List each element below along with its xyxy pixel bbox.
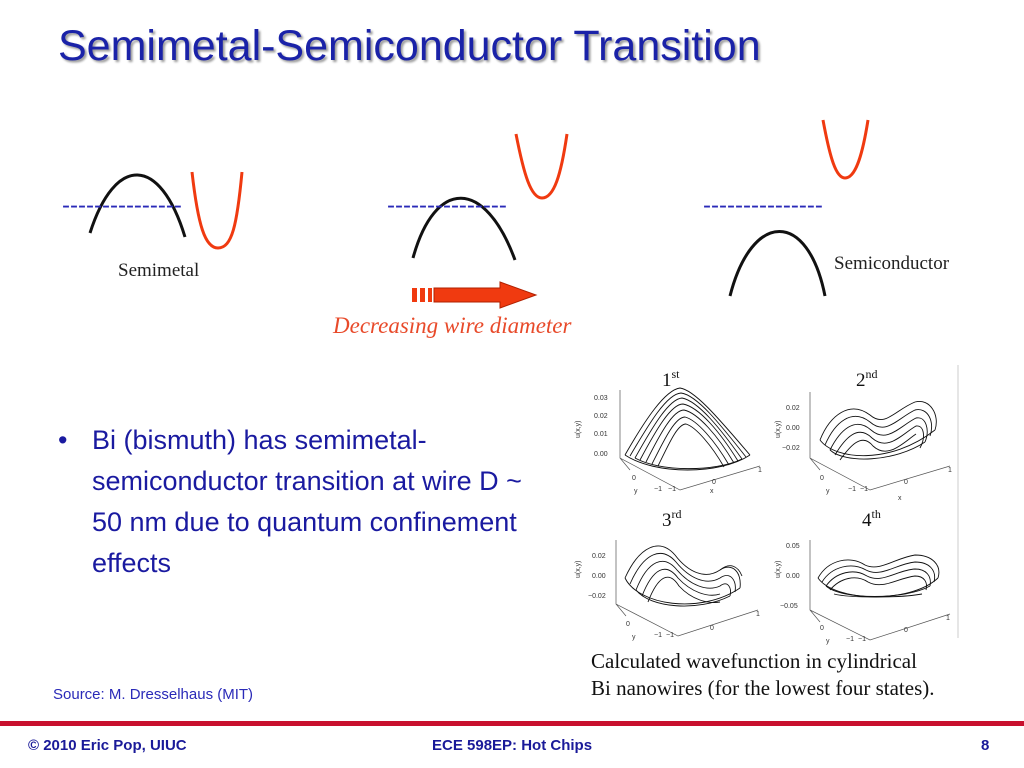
svg-text:1: 1 xyxy=(946,615,950,622)
slide-title: Semimetal-Semiconductor Transition xyxy=(58,22,761,70)
svg-text:u(x,y): u(x,y) xyxy=(775,421,782,439)
label-semimetal: Semimetal xyxy=(118,260,199,281)
svg-text:1: 1 xyxy=(948,467,952,474)
svg-text:y: y xyxy=(826,638,830,645)
svg-text:1: 1 xyxy=(756,611,760,618)
svg-text:u(x,y): u(x,y) xyxy=(575,561,582,579)
caption-line-1: Calculated wavefunction in cylindrical xyxy=(591,649,917,673)
fermi-dashes-3: --------------- xyxy=(703,192,823,219)
valence-band-semiconductor xyxy=(728,230,827,297)
caption-line-2: Bi nanowires (for the lowest four states… xyxy=(591,676,935,700)
svg-text:0: 0 xyxy=(710,625,714,632)
svg-text:0.00: 0.00 xyxy=(594,451,608,458)
svg-text:−1: −1 xyxy=(860,486,868,493)
svg-text:3rd: 3rd xyxy=(662,507,682,531)
svg-text:−1: −1 xyxy=(654,632,662,639)
svg-text:0: 0 xyxy=(904,627,908,634)
valence-band-semimetal xyxy=(88,173,187,238)
svg-text:u(x,y): u(x,y) xyxy=(775,561,782,579)
panel-3rd: 3rd u(x,y) 0.02 0.00 −0.02 0 y −1 −1 0 1 xyxy=(575,507,760,641)
svg-text:x: x xyxy=(898,495,902,502)
wavefunction-figure: 1st u(x,y) 0.03 0.02 0.01 0.00 0 y −1 −1… xyxy=(575,365,959,645)
conduction-band-semimetal xyxy=(190,171,244,250)
svg-text:0: 0 xyxy=(820,475,824,482)
svg-text:y: y xyxy=(632,634,636,641)
source-citation: Source: M. Dresselhaus (MIT) xyxy=(53,686,254,703)
svg-text:−0.02: −0.02 xyxy=(588,593,606,600)
svg-text:0: 0 xyxy=(632,475,636,482)
svg-text:0.03: 0.03 xyxy=(594,395,608,402)
svg-text:x: x xyxy=(710,488,714,495)
svg-text:0: 0 xyxy=(626,621,630,628)
svg-text:y: y xyxy=(634,488,638,495)
svg-text:2nd: 2nd xyxy=(856,367,878,391)
footer-course: ECE 598EP: Hot Chips xyxy=(432,737,593,754)
svg-text:−1: −1 xyxy=(668,486,676,493)
svg-text:0: 0 xyxy=(820,625,824,632)
svg-text:−1: −1 xyxy=(858,636,866,643)
label-semiconductor: Semiconductor xyxy=(834,253,950,274)
svg-text:−0.05: −0.05 xyxy=(780,603,798,610)
svg-text:0.02: 0.02 xyxy=(594,413,608,420)
svg-text:−1: −1 xyxy=(848,486,856,493)
svg-text:−1: −1 xyxy=(666,632,674,639)
footer-copyright: © 2010 Eric Pop, UIUC xyxy=(28,737,187,754)
svg-text:−1: −1 xyxy=(846,636,854,643)
svg-text:y: y xyxy=(826,488,830,495)
svg-text:−1: −1 xyxy=(654,486,662,493)
svg-text:1: 1 xyxy=(758,467,762,474)
svg-text:0.00: 0.00 xyxy=(592,573,606,580)
svg-text:0.00: 0.00 xyxy=(786,573,800,580)
svg-text:u(x,y): u(x,y) xyxy=(575,421,582,439)
band-diagram: --------------- Semimetal --------------… xyxy=(62,119,950,338)
arrow-label: Decreasing wire diameter xyxy=(332,313,573,338)
figure-caption: Calculated wavefunction in cylindrical B… xyxy=(591,648,935,702)
bullet-symbol: • xyxy=(58,425,68,455)
svg-text:1st: 1st xyxy=(662,367,680,391)
svg-text:0: 0 xyxy=(904,479,908,486)
svg-text:0.00: 0.00 xyxy=(786,425,800,432)
panel-2nd: 2nd u(x,y) 0.02 0.00 −0.02 0 y −1 −1 0 x… xyxy=(775,367,952,502)
bullet-point: • Bi (bismuth) has semimetal-semiconduct… xyxy=(58,420,528,584)
svg-text:0: 0 xyxy=(712,479,716,486)
conduction-band-semiconductor xyxy=(821,119,870,180)
footer-page-number: 8 xyxy=(981,737,990,754)
svg-text:0.02: 0.02 xyxy=(592,553,606,560)
panel-1st: 1st u(x,y) 0.03 0.02 0.01 0.00 0 y −1 −1… xyxy=(575,367,762,495)
conduction-band-transition xyxy=(514,133,569,200)
panel-4th: 4th u(x,y) 0.05 0.00 −0.05 0 y −1 −1 0 1 xyxy=(775,507,951,645)
bullet-text: Bi (bismuth) has semimetal-semiconductor… xyxy=(92,425,522,578)
svg-text:4th: 4th xyxy=(862,507,881,531)
svg-text:0.02: 0.02 xyxy=(786,405,800,412)
fermi-dashes-2: --------------- xyxy=(387,192,507,219)
valence-band-transition xyxy=(411,196,517,261)
svg-text:0.05: 0.05 xyxy=(786,543,800,550)
svg-text:−0.02: −0.02 xyxy=(782,445,800,452)
fermi-dashes-1: --------------- xyxy=(62,192,182,219)
svg-text:0.01: 0.01 xyxy=(594,431,608,438)
footer-divider xyxy=(0,721,1024,726)
decreasing-diameter-arrow xyxy=(412,281,538,309)
